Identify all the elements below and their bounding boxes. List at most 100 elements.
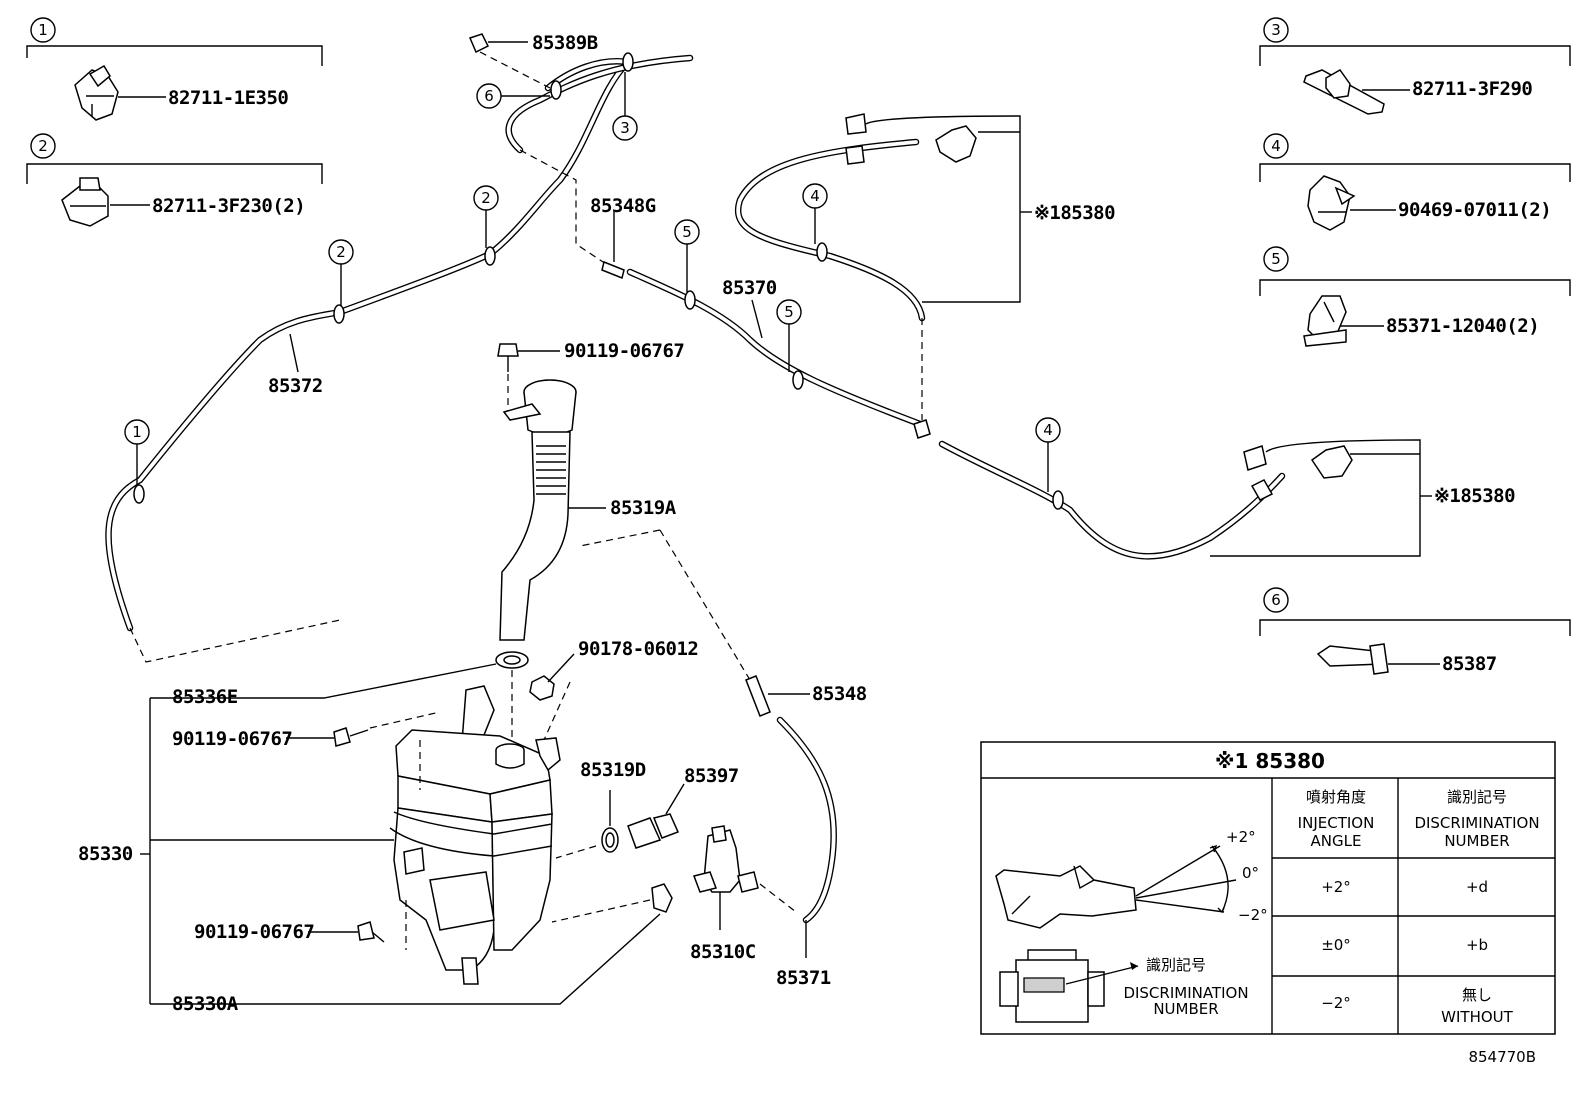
label-85372: 85372 — [268, 375, 323, 397]
oring-85319D: 85319D — [555, 759, 646, 859]
table-col1-jp: 噴射角度 — [1306, 788, 1366, 806]
label-85371: 85371 — [776, 967, 831, 989]
hose-clip-rings — [133, 52, 1064, 510]
table-row3-angle: −2° — [1321, 994, 1351, 1012]
label-90119-low: 90119-06767 — [194, 921, 314, 943]
label-85330: 85330 — [78, 843, 133, 865]
washer-tank-85330 — [389, 685, 561, 985]
nut-90178: 90178-06012 — [529, 638, 699, 741]
legend-3: 3 82711-3F290 — [1259, 17, 1571, 115]
check-valve-85348: 85348 — [745, 675, 867, 717]
table-col1-en2: ANGLE — [1311, 832, 1362, 850]
label-85319A: 85319A — [610, 497, 677, 519]
legend-1-number: 1 — [38, 21, 48, 39]
legend-5-number: 5 — [1271, 250, 1281, 268]
discrimination-diagram: 識別記号 DISCRIMINATION NUMBER — [999, 949, 1249, 1023]
legend-5-part: 85371-12040(2) — [1386, 315, 1539, 337]
callout-2b: 2 — [481, 189, 491, 207]
callout-4a: 4 — [810, 187, 820, 205]
nozzle-upper: ※185380 — [845, 113, 1116, 420]
label-85380-lower: ※185380 — [1434, 485, 1515, 507]
hose-85371 — [776, 716, 837, 924]
clip-2-icon — [61, 177, 109, 227]
legend-6: 6 85387 — [1259, 587, 1571, 675]
callout-5b: 5 — [784, 303, 794, 321]
legend-4-number: 4 — [1271, 137, 1281, 155]
nozzle-spray-diagram: +2° 0° −2° — [995, 828, 1268, 929]
hose-callouts: 1 2 2 3 6 5 5 4 4 — [124, 72, 1061, 492]
cap-85389B: 85389B — [468, 32, 598, 89]
hose-nozzle-upper — [735, 138, 926, 322]
table-col1-en1: INJECTION — [1298, 814, 1375, 832]
clip-4-icon — [1307, 175, 1356, 231]
label-85370: 85370 — [722, 277, 777, 299]
legend-3-number: 3 — [1271, 21, 1281, 39]
angle-plus-label: +2° — [1226, 828, 1256, 846]
table-row2-angle: ±0° — [1321, 936, 1351, 954]
disc-en2-label: NUMBER — [1153, 1000, 1218, 1018]
legend-3-part: 82711-3F290 — [1412, 78, 1532, 100]
legend-6-number: 6 — [1271, 591, 1281, 609]
clip-6-icon — [1316, 643, 1389, 675]
clip-5-icon — [1303, 295, 1347, 347]
disc-en1-label: DISCRIMINATION — [1123, 984, 1248, 1002]
callout-1: 1 — [132, 423, 142, 441]
filler-cap — [502, 379, 577, 436]
table-row3-mark2: WITHOUT — [1441, 1008, 1513, 1026]
label-85336E: 85336E — [172, 686, 238, 708]
label-group-85372: 85372 — [268, 333, 323, 397]
callout-2a: 2 — [336, 243, 346, 261]
injection-angle-table: ※1 85380 噴射角度 INJECTION ANGLE 識別記号 DISCR… — [980, 741, 1556, 1035]
legend-2: 2 82711-3F230(2) — [26, 133, 323, 227]
label-85380-upper: ※185380 — [1034, 202, 1115, 224]
hose-nozzle-lower — [938, 440, 1286, 560]
cap-85330A: 85330A — [158, 883, 673, 1015]
bolt-90119-low: 90119-06767 — [194, 921, 385, 943]
joint-85348G: 85348G — [519, 149, 656, 280]
legend-6-part: 85387 — [1442, 653, 1497, 675]
filler-neck-85319A: 85319A — [499, 431, 677, 641]
callout-5a: 5 — [682, 223, 692, 241]
dashed-guide-lines — [129, 529, 751, 681]
drawing-number: 854770B — [1468, 1048, 1536, 1066]
table-row1-mark: +d — [1466, 878, 1488, 896]
table-col2-en1: DISCRIMINATION — [1414, 814, 1539, 832]
table-title: ※1 85380 — [1215, 749, 1325, 773]
callout-4b: 4 — [1043, 421, 1053, 439]
label-85348: 85348 — [812, 683, 867, 705]
angle-minus-label: −2° — [1238, 906, 1268, 924]
label-group-85370: 85370 — [722, 277, 777, 339]
legend-4: 4 90469-07011(2) — [1259, 133, 1571, 231]
legend-1-part: 82711-1E350 — [168, 87, 288, 109]
clip-3-icon — [1303, 69, 1385, 115]
label-85348G: 85348G — [590, 195, 656, 217]
bolt-90119-mid: 90119-06767 — [172, 711, 441, 750]
legend-5: 5 85371-12040(2) — [1259, 246, 1571, 347]
bracket-85330: 85330 — [78, 697, 394, 1005]
label-90119-top: 90119-06767 — [564, 340, 684, 362]
label-group-85371: 85371 — [776, 920, 831, 989]
pump-85310C: 85310C — [690, 825, 797, 963]
legend-2-part: 82711-3F230(2) — [152, 195, 305, 217]
label-85330A: 85330A — [172, 993, 239, 1015]
nozzle-lower: ※185380 — [1210, 439, 1516, 557]
legend-2-number: 2 — [38, 137, 48, 155]
disc-jp-label: 識別記号 — [1146, 956, 1206, 974]
label-85319D: 85319D — [580, 759, 646, 781]
label-90119-mid: 90119-06767 — [172, 728, 292, 750]
tee-joint — [913, 419, 931, 439]
level-switch-85397: 85397 — [627, 765, 739, 849]
grommet-85336E: 85336E — [158, 651, 529, 740]
label-90178: 90178-06012 — [578, 638, 698, 660]
label-85397: 85397 — [684, 765, 739, 787]
table-col2-en2: NUMBER — [1444, 832, 1509, 850]
table-row2-mark: +b — [1466, 936, 1488, 954]
angle-zero-label: 0° — [1242, 864, 1259, 882]
table-row1-angle: +2° — [1321, 878, 1351, 896]
clip-1-icon — [74, 64, 119, 121]
table-row3-mark: 無し — [1462, 986, 1492, 1004]
label-85389B: 85389B — [532, 32, 598, 54]
callout-3: 3 — [620, 119, 630, 137]
label-85310C: 85310C — [690, 941, 756, 963]
